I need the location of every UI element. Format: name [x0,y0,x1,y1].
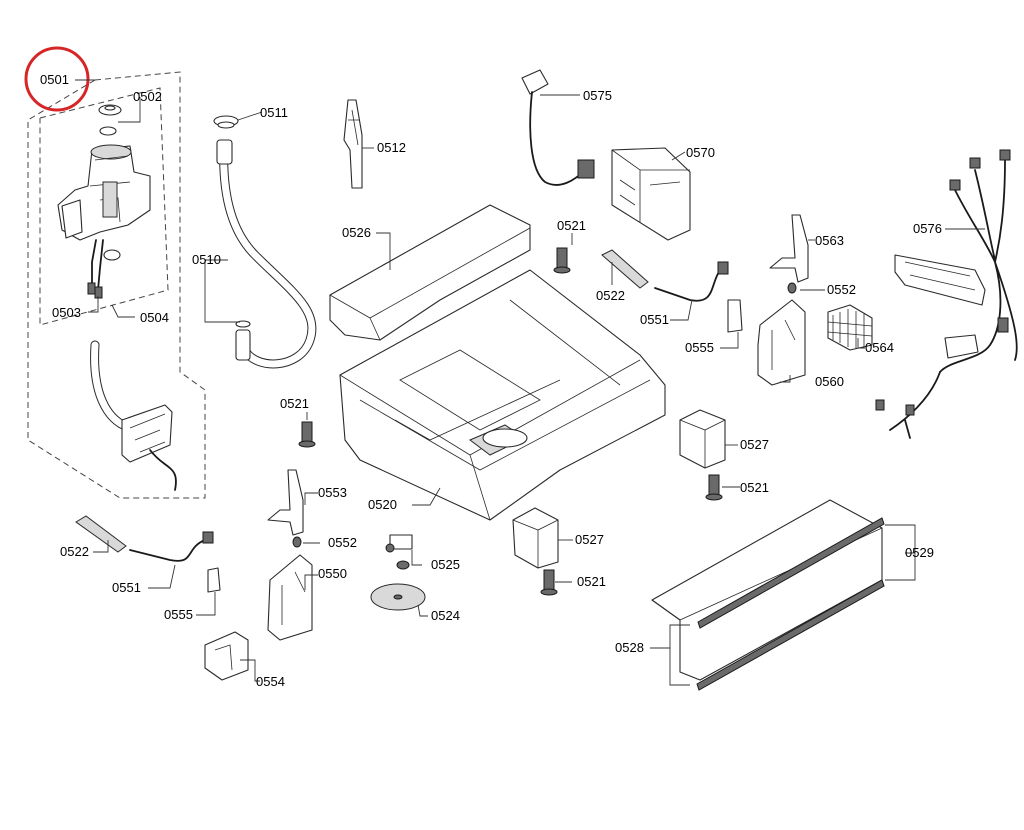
part-0550-bracket[interactable] [267,554,313,641]
label-0576[interactable]: 0576 [913,221,942,236]
part-0527-block-bottom[interactable] [512,507,559,569]
label-0560[interactable]: 0560 [815,374,844,389]
label-0575[interactable]: 0575 [583,88,612,103]
part-0510-drain-hose[interactable] [216,139,317,369]
part-0554-bracket[interactable] [204,631,249,681]
part-0521-screw-top[interactable] [553,247,571,274]
part-0555-clip-right[interactable] [727,299,743,333]
label-0503[interactable]: 0503 [52,305,81,320]
highlight-ring [24,46,90,112]
part-0504-hose[interactable] [90,340,177,491]
label-0554[interactable]: 0554 [256,674,285,689]
part-0555-clip-left[interactable] [207,567,221,593]
part-0553-bracket[interactable] [267,469,304,536]
part-0576-wire-harness[interactable] [875,149,1018,439]
part-0527-block-right[interactable] [679,409,726,469]
part-0511-clamp[interactable] [213,115,239,129]
label-0512[interactable]: 0512 [377,140,406,155]
label-0555-left[interactable]: 0555 [164,607,193,622]
label-0553[interactable]: 0553 [318,485,347,500]
label-0502[interactable]: 0502 [133,89,162,104]
label-0563[interactable]: 0563 [815,233,844,248]
part-labels: 0501 0502 0503 0504 0510 0511 0512 0526 … [40,72,942,689]
part-0522-heater-left[interactable] [75,515,127,553]
part-0528-strip-bottom[interactable] [696,579,885,691]
label-0551-left[interactable]: 0551 [112,580,141,595]
label-0521-right[interactable]: 0521 [740,480,769,495]
part-0512-hook[interactable] [343,99,363,189]
label-0526[interactable]: 0526 [342,225,371,240]
part-0502-ring[interactable] [98,104,122,136]
label-0521-top[interactable]: 0521 [557,218,586,233]
part-0522-heater-right[interactable] [601,249,649,289]
part-0501-group[interactable] [24,46,206,499]
label-0527-right[interactable]: 0527 [740,437,769,452]
part-0570-control-module[interactable] [611,147,691,241]
leader-lines [75,79,985,686]
part-0525-connector[interactable] [385,534,413,570]
label-0552-right[interactable]: 0552 [827,282,856,297]
label-0555-right[interactable]: 0555 [685,340,714,355]
label-0521-bottom[interactable]: 0521 [577,574,606,589]
label-0501[interactable]: 0501 [40,72,69,87]
label-0529[interactable]: 0529 [905,545,934,560]
label-0525[interactable]: 0525 [431,557,460,572]
part-0551-wire-right[interactable] [654,261,729,302]
part-0575-power-cord[interactable] [521,69,595,186]
part-0524-disc[interactable] [370,583,426,611]
label-0504[interactable]: 0504 [140,310,169,325]
label-0527-bottom[interactable]: 0527 [575,532,604,547]
label-0551-right[interactable]: 0551 [640,312,669,327]
part-0551-wire-left[interactable] [129,531,214,562]
label-0511[interactable]: 0511 [260,105,288,120]
label-0522-left[interactable]: 0522 [60,544,89,559]
label-0550[interactable]: 0550 [318,566,347,581]
part-0528-strip-top[interactable] [697,517,885,629]
label-0524[interactable]: 0524 [431,608,460,623]
part-pump-body[interactable] [57,144,151,241]
label-0570[interactable]: 0570 [686,145,715,160]
part-0552-ring-left[interactable] [292,536,302,548]
label-0522-right[interactable]: 0522 [596,288,625,303]
label-0528[interactable]: 0528 [615,640,644,655]
part-0521-screw-right[interactable] [705,474,723,501]
label-0552-left[interactable]: 0552 [328,535,357,550]
part-0503-wires[interactable] [87,239,121,299]
part-0521-screw-bottom[interactable] [540,569,558,596]
label-0510[interactable]: 0510 [192,252,221,267]
part-0560-bracket[interactable] [757,299,806,386]
part-0564-filter-mesh[interactable] [827,304,873,351]
label-0520[interactable]: 0520 [368,497,397,512]
part-0520-base-frame[interactable] [339,269,666,521]
part-0526-cover[interactable] [329,204,531,341]
part-0563-bracket[interactable] [769,214,809,283]
label-0521-left[interactable]: 0521 [280,396,309,411]
label-0564[interactable]: 0564 [865,340,894,355]
part-0552-ring-right[interactable] [787,282,797,294]
part-0521-screw-left[interactable] [298,421,316,448]
